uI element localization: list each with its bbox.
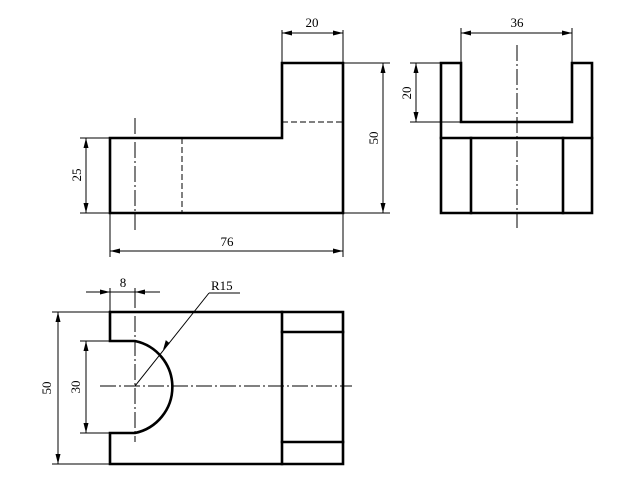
top-dim-radius-label: R15 bbox=[211, 278, 233, 293]
side-dim-slot-depth-label: 20 bbox=[399, 87, 414, 100]
side-dim-slot-depth: 20 bbox=[399, 62, 461, 123]
side-dim-slot-width-label: 36 bbox=[511, 15, 525, 30]
top-dim-offset-label: 8 bbox=[120, 275, 127, 290]
top-dim-slot-width: 30 bbox=[68, 340, 110, 434]
front-dim-top-width: 20 bbox=[281, 15, 344, 63]
front-dim-total-width-label: 76 bbox=[221, 234, 235, 249]
front-dim-left-height: 25 bbox=[69, 137, 110, 214]
top-dim-total-depth: 50 bbox=[39, 311, 110, 465]
side-view: 36 20 bbox=[399, 15, 594, 228]
front-view-outline bbox=[108, 61, 345, 215]
front-dim-total-height-label: 50 bbox=[366, 132, 381, 145]
front-dim-top-width-label: 20 bbox=[306, 15, 319, 30]
top-view: 8 R15 30 50 bbox=[39, 275, 352, 466]
front-dim-total-height: 50 bbox=[343, 62, 390, 214]
top-dim-slot-width-label: 30 bbox=[68, 381, 83, 394]
top-dim-offset: 8 bbox=[86, 275, 160, 312]
top-dim-total-depth-label: 50 bbox=[39, 382, 54, 395]
top-dim-radius: R15 bbox=[134, 278, 240, 387]
front-dim-total-width: 76 bbox=[109, 213, 344, 257]
front-dim-left-height-label: 25 bbox=[69, 169, 84, 182]
front-view: 20 50 25 76 bbox=[69, 15, 390, 257]
side-dim-slot-width: 36 bbox=[460, 15, 573, 63]
